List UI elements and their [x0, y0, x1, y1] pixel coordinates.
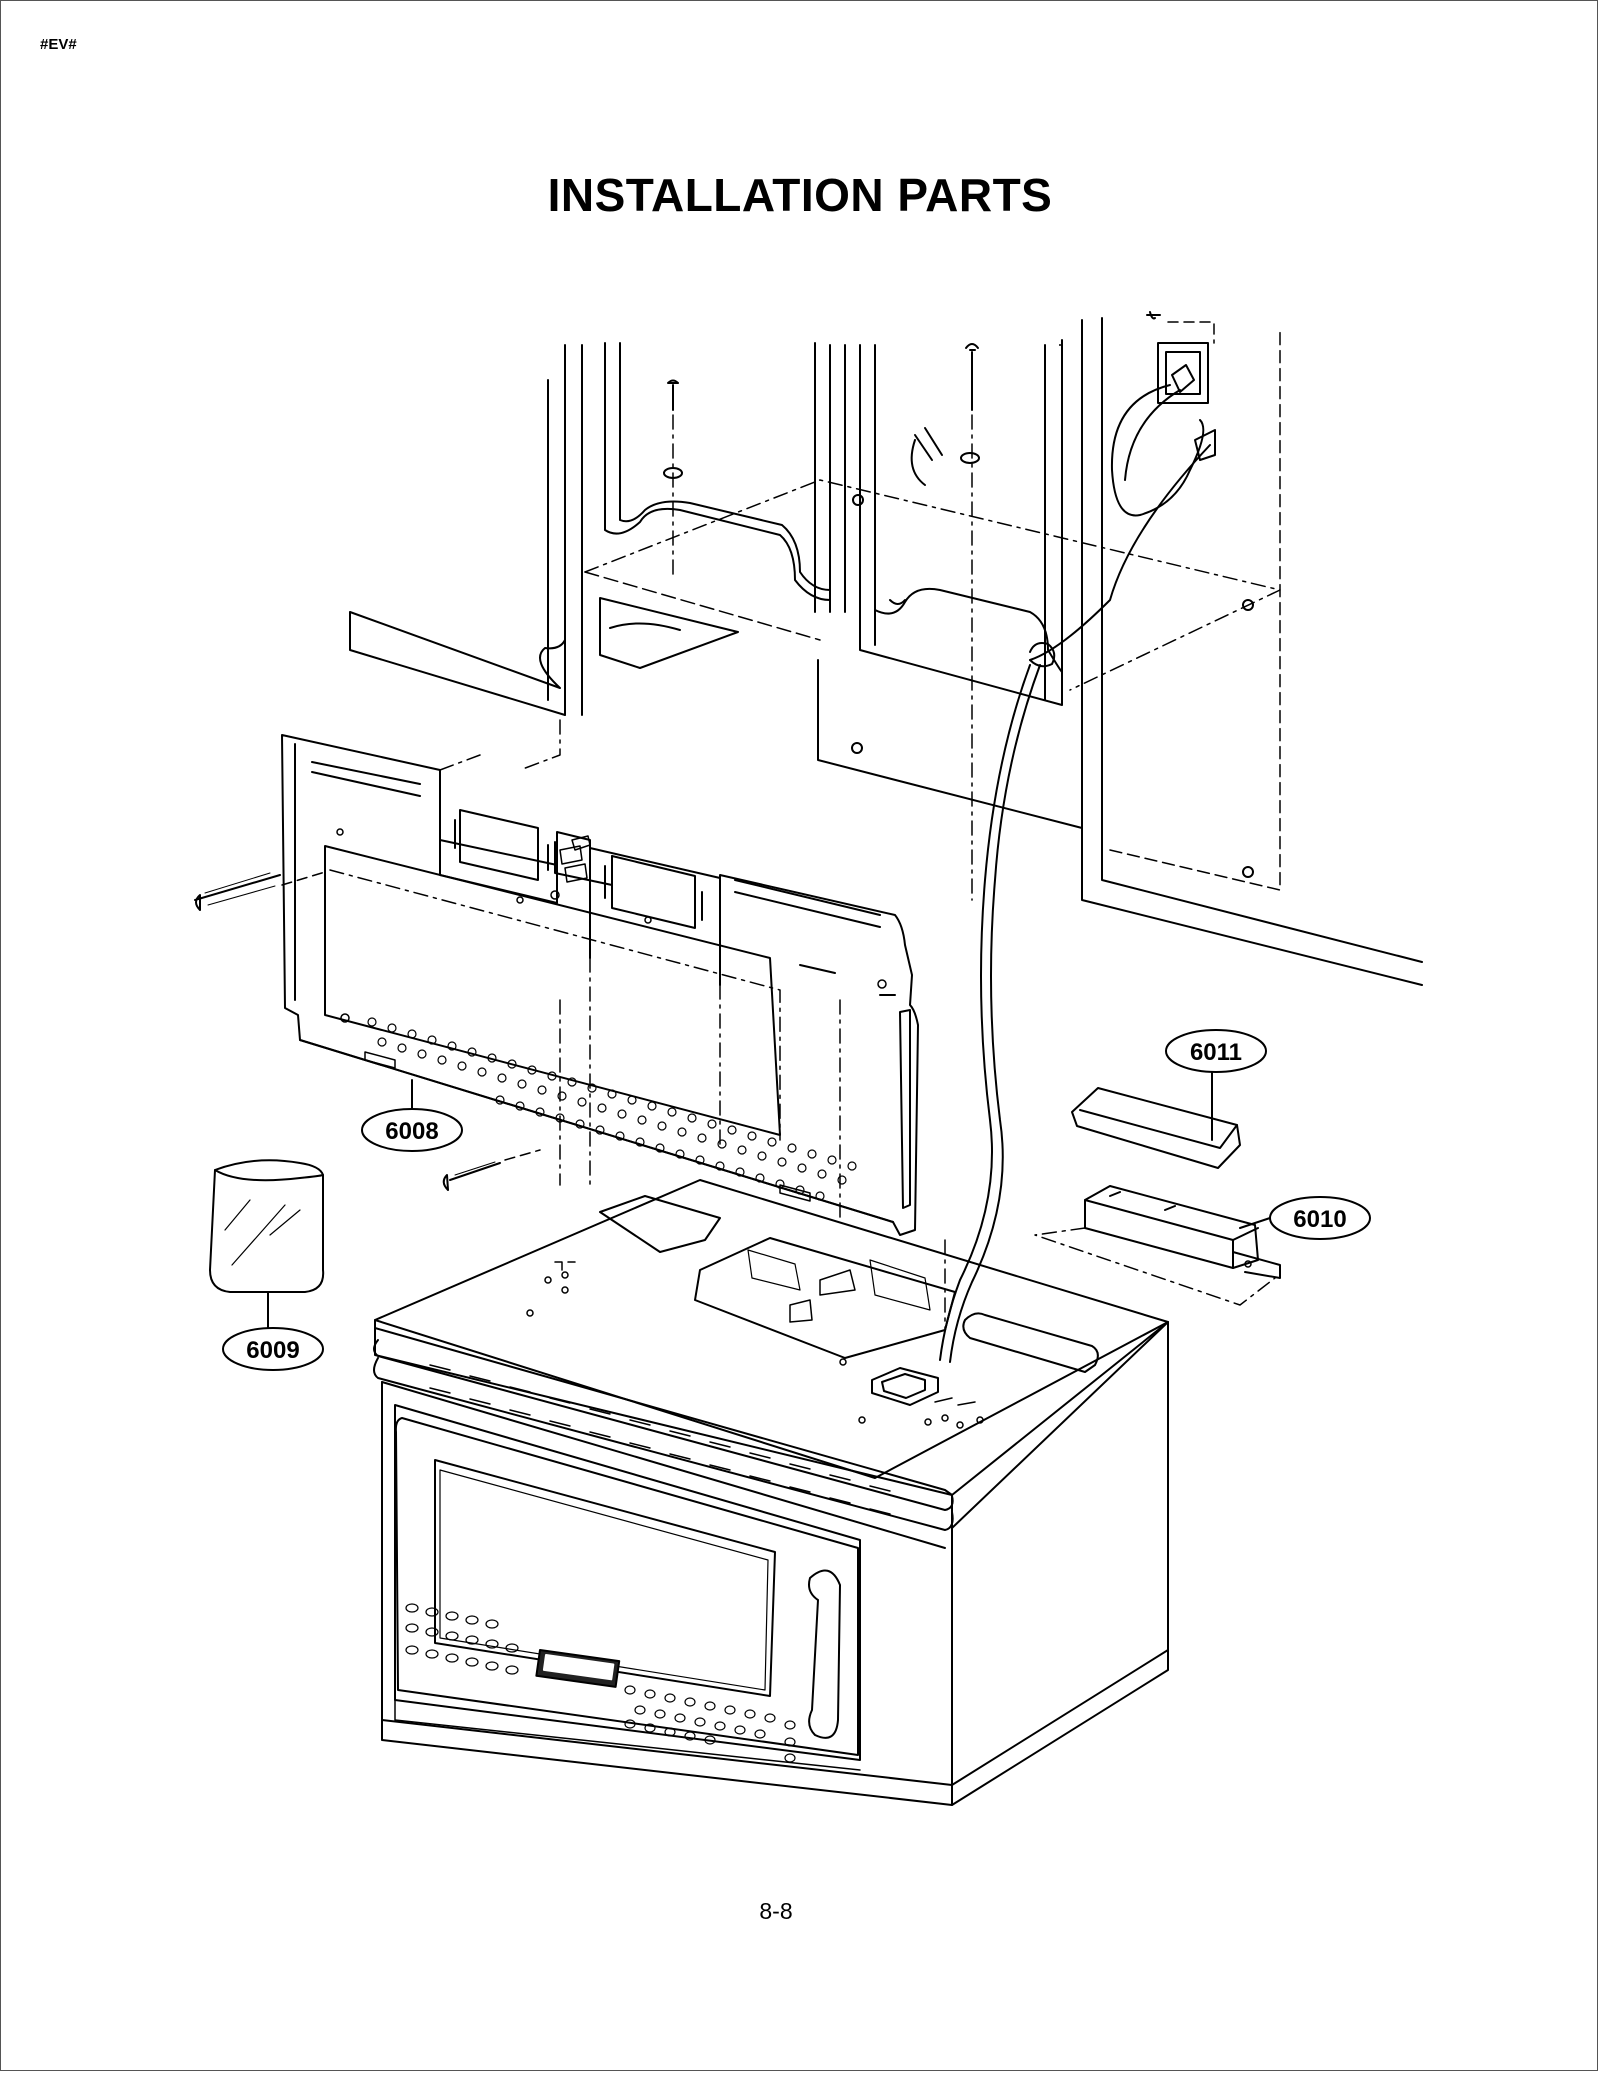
page-code: #EV#	[40, 36, 77, 53]
callout-6009: 6009	[222, 1291, 324, 1371]
callout-6011-label: 6011	[1190, 1039, 1242, 1066]
callout-6009-label: 6009	[246, 1337, 299, 1364]
mounting-plate-6008	[194, 719, 946, 1331]
vent-slots	[429, 1364, 891, 1515]
part-6010	[1034, 1185, 1281, 1306]
microwave-oven	[373, 1179, 1169, 1806]
callout-6010-label: 6010	[1293, 1206, 1346, 1233]
callout-6008-label: 6008	[385, 1118, 438, 1145]
control-buttons	[405, 1603, 796, 1763]
plate-perforations	[367, 1017, 857, 1201]
callout-6008: 6008	[361, 1079, 463, 1152]
callout-6011: 6011	[1165, 1029, 1267, 1141]
part-6011	[1071, 1087, 1241, 1169]
parts-bag-6009	[209, 1159, 325, 1293]
wall-cabinet	[349, 311, 1423, 1363]
page-number: 8-8	[759, 1898, 793, 1924]
callout-6010: 6010	[1239, 1196, 1371, 1240]
page-title: INSTALLATION PARTS	[547, 169, 1053, 221]
